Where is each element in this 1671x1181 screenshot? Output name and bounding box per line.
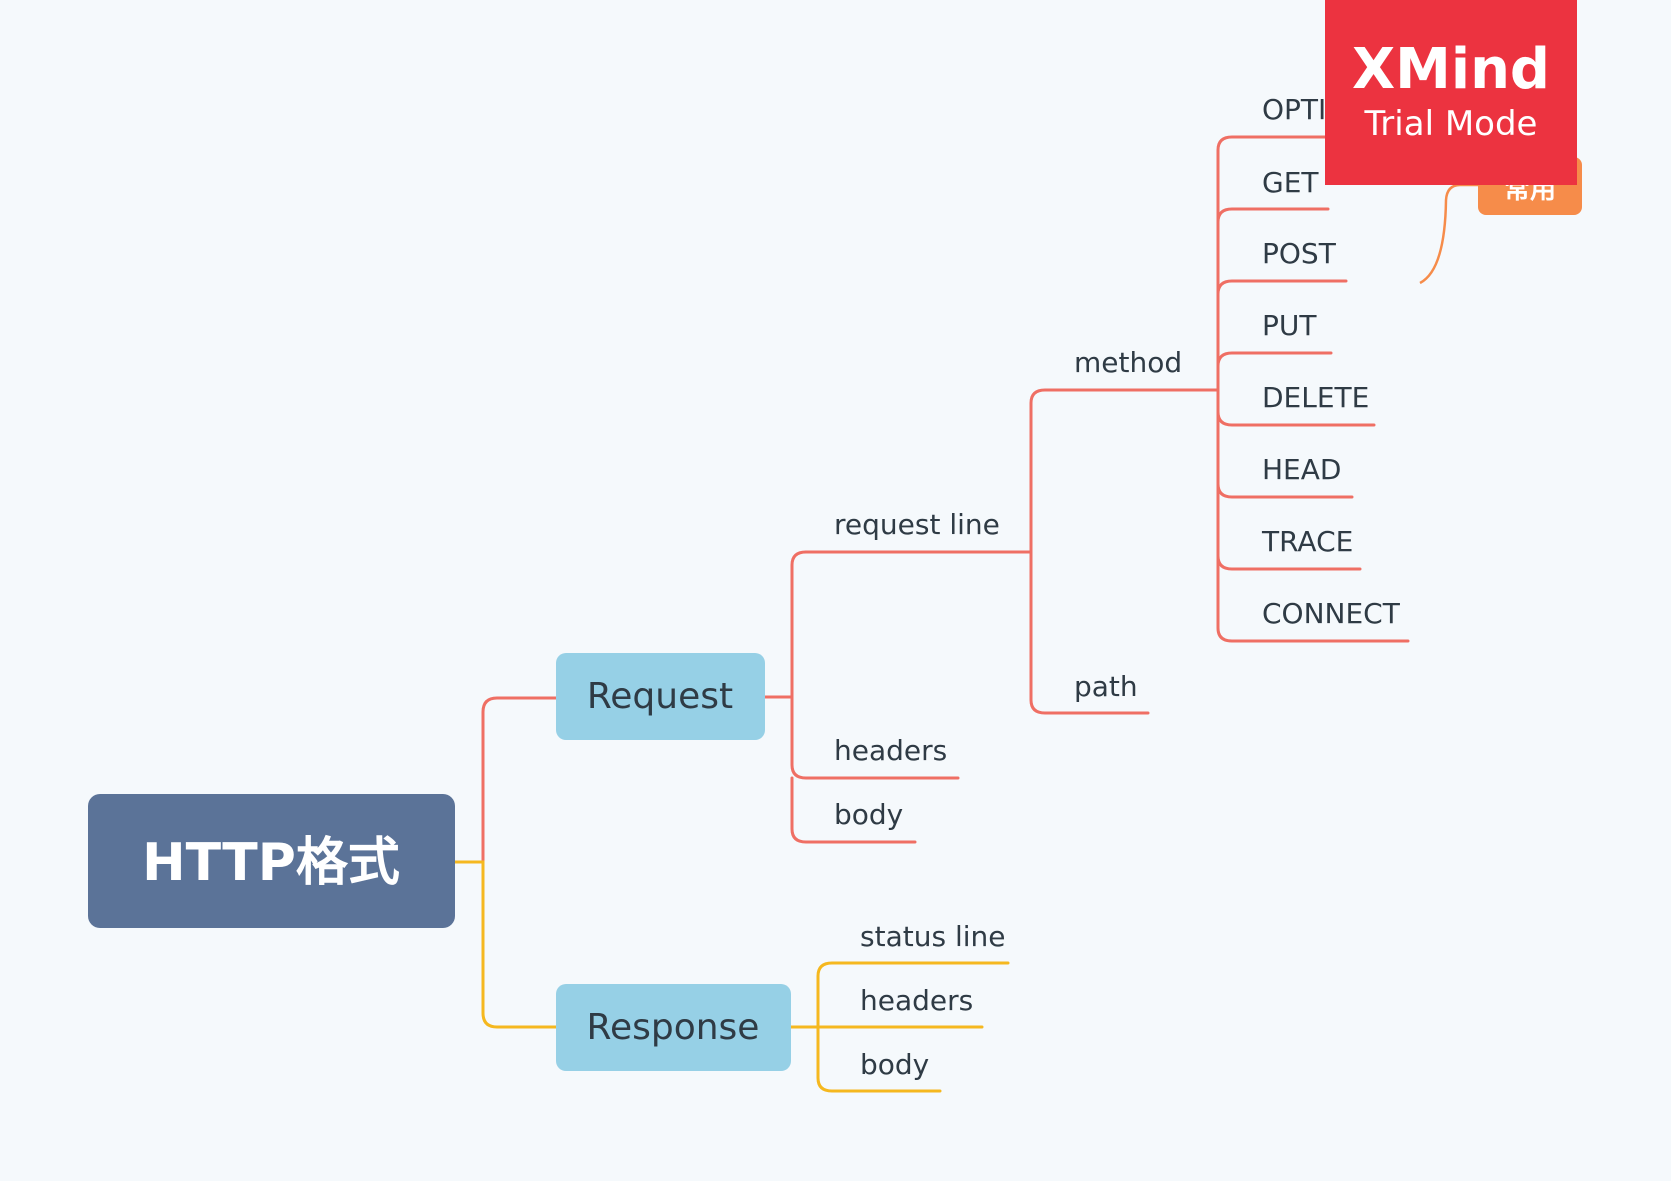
method-post-label[interactable]: POST <box>1262 237 1337 270</box>
request-body-label[interactable]: body <box>834 798 903 831</box>
connector-request-body <box>790 776 917 844</box>
method-delete-label[interactable]: DELETE <box>1262 381 1369 414</box>
root-topic[interactable] <box>88 794 455 928</box>
connector-root-request <box>453 696 558 864</box>
method-options-label[interactable]: OPTI <box>1262 93 1326 126</box>
request-topic-label: Request <box>587 676 733 717</box>
connector-request-line <box>790 550 1008 699</box>
method-label[interactable]: method <box>1074 346 1182 379</box>
watermark-title: XMind <box>1351 37 1551 102</box>
connector-put <box>1216 351 1333 368</box>
method-head-label[interactable]: HEAD <box>1262 453 1341 486</box>
connector-trace <box>1216 554 1362 571</box>
connector-method-list-lower <box>1216 388 1410 643</box>
connector-request-headers <box>790 695 960 780</box>
connector-root-response <box>453 860 558 1029</box>
response-headers-label[interactable]: headers <box>860 984 973 1017</box>
response-body-label[interactable]: body <box>860 1048 929 1081</box>
connector-status-line <box>816 961 1010 1029</box>
response-topic-label: Response <box>587 1007 760 1048</box>
method-trace-label[interactable]: TRACE <box>1261 525 1353 558</box>
request-topic[interactable] <box>556 653 765 740</box>
status-line-label[interactable]: status line <box>860 920 1005 953</box>
request-headers-label[interactable]: headers <box>834 734 947 767</box>
connector-request-line-path <box>1029 550 1150 715</box>
connector-get <box>1216 207 1330 224</box>
trial-watermark: XMind Trial Mode <box>1325 0 1577 185</box>
path-label[interactable]: path <box>1074 670 1138 703</box>
method-get-label[interactable]: GET <box>1262 166 1319 199</box>
callout-connector <box>1419 183 1478 285</box>
connector-method-list <box>1216 135 1332 392</box>
response-topic[interactable] <box>556 984 791 1071</box>
watermark-subtitle: Trial Mode <box>1364 104 1538 144</box>
method-connect-label[interactable]: CONNECT <box>1262 597 1401 630</box>
connector-request-line-method <box>1004 388 1220 554</box>
method-put-label[interactable]: PUT <box>1262 309 1317 342</box>
connector-post <box>1216 279 1348 296</box>
request-line-label[interactable]: request line <box>834 508 1000 541</box>
connector-delete <box>1216 410 1376 427</box>
root-topic-label: HTTP格式 <box>142 833 400 893</box>
connector-response-body <box>816 1025 942 1093</box>
connector-head <box>1216 482 1354 499</box>
